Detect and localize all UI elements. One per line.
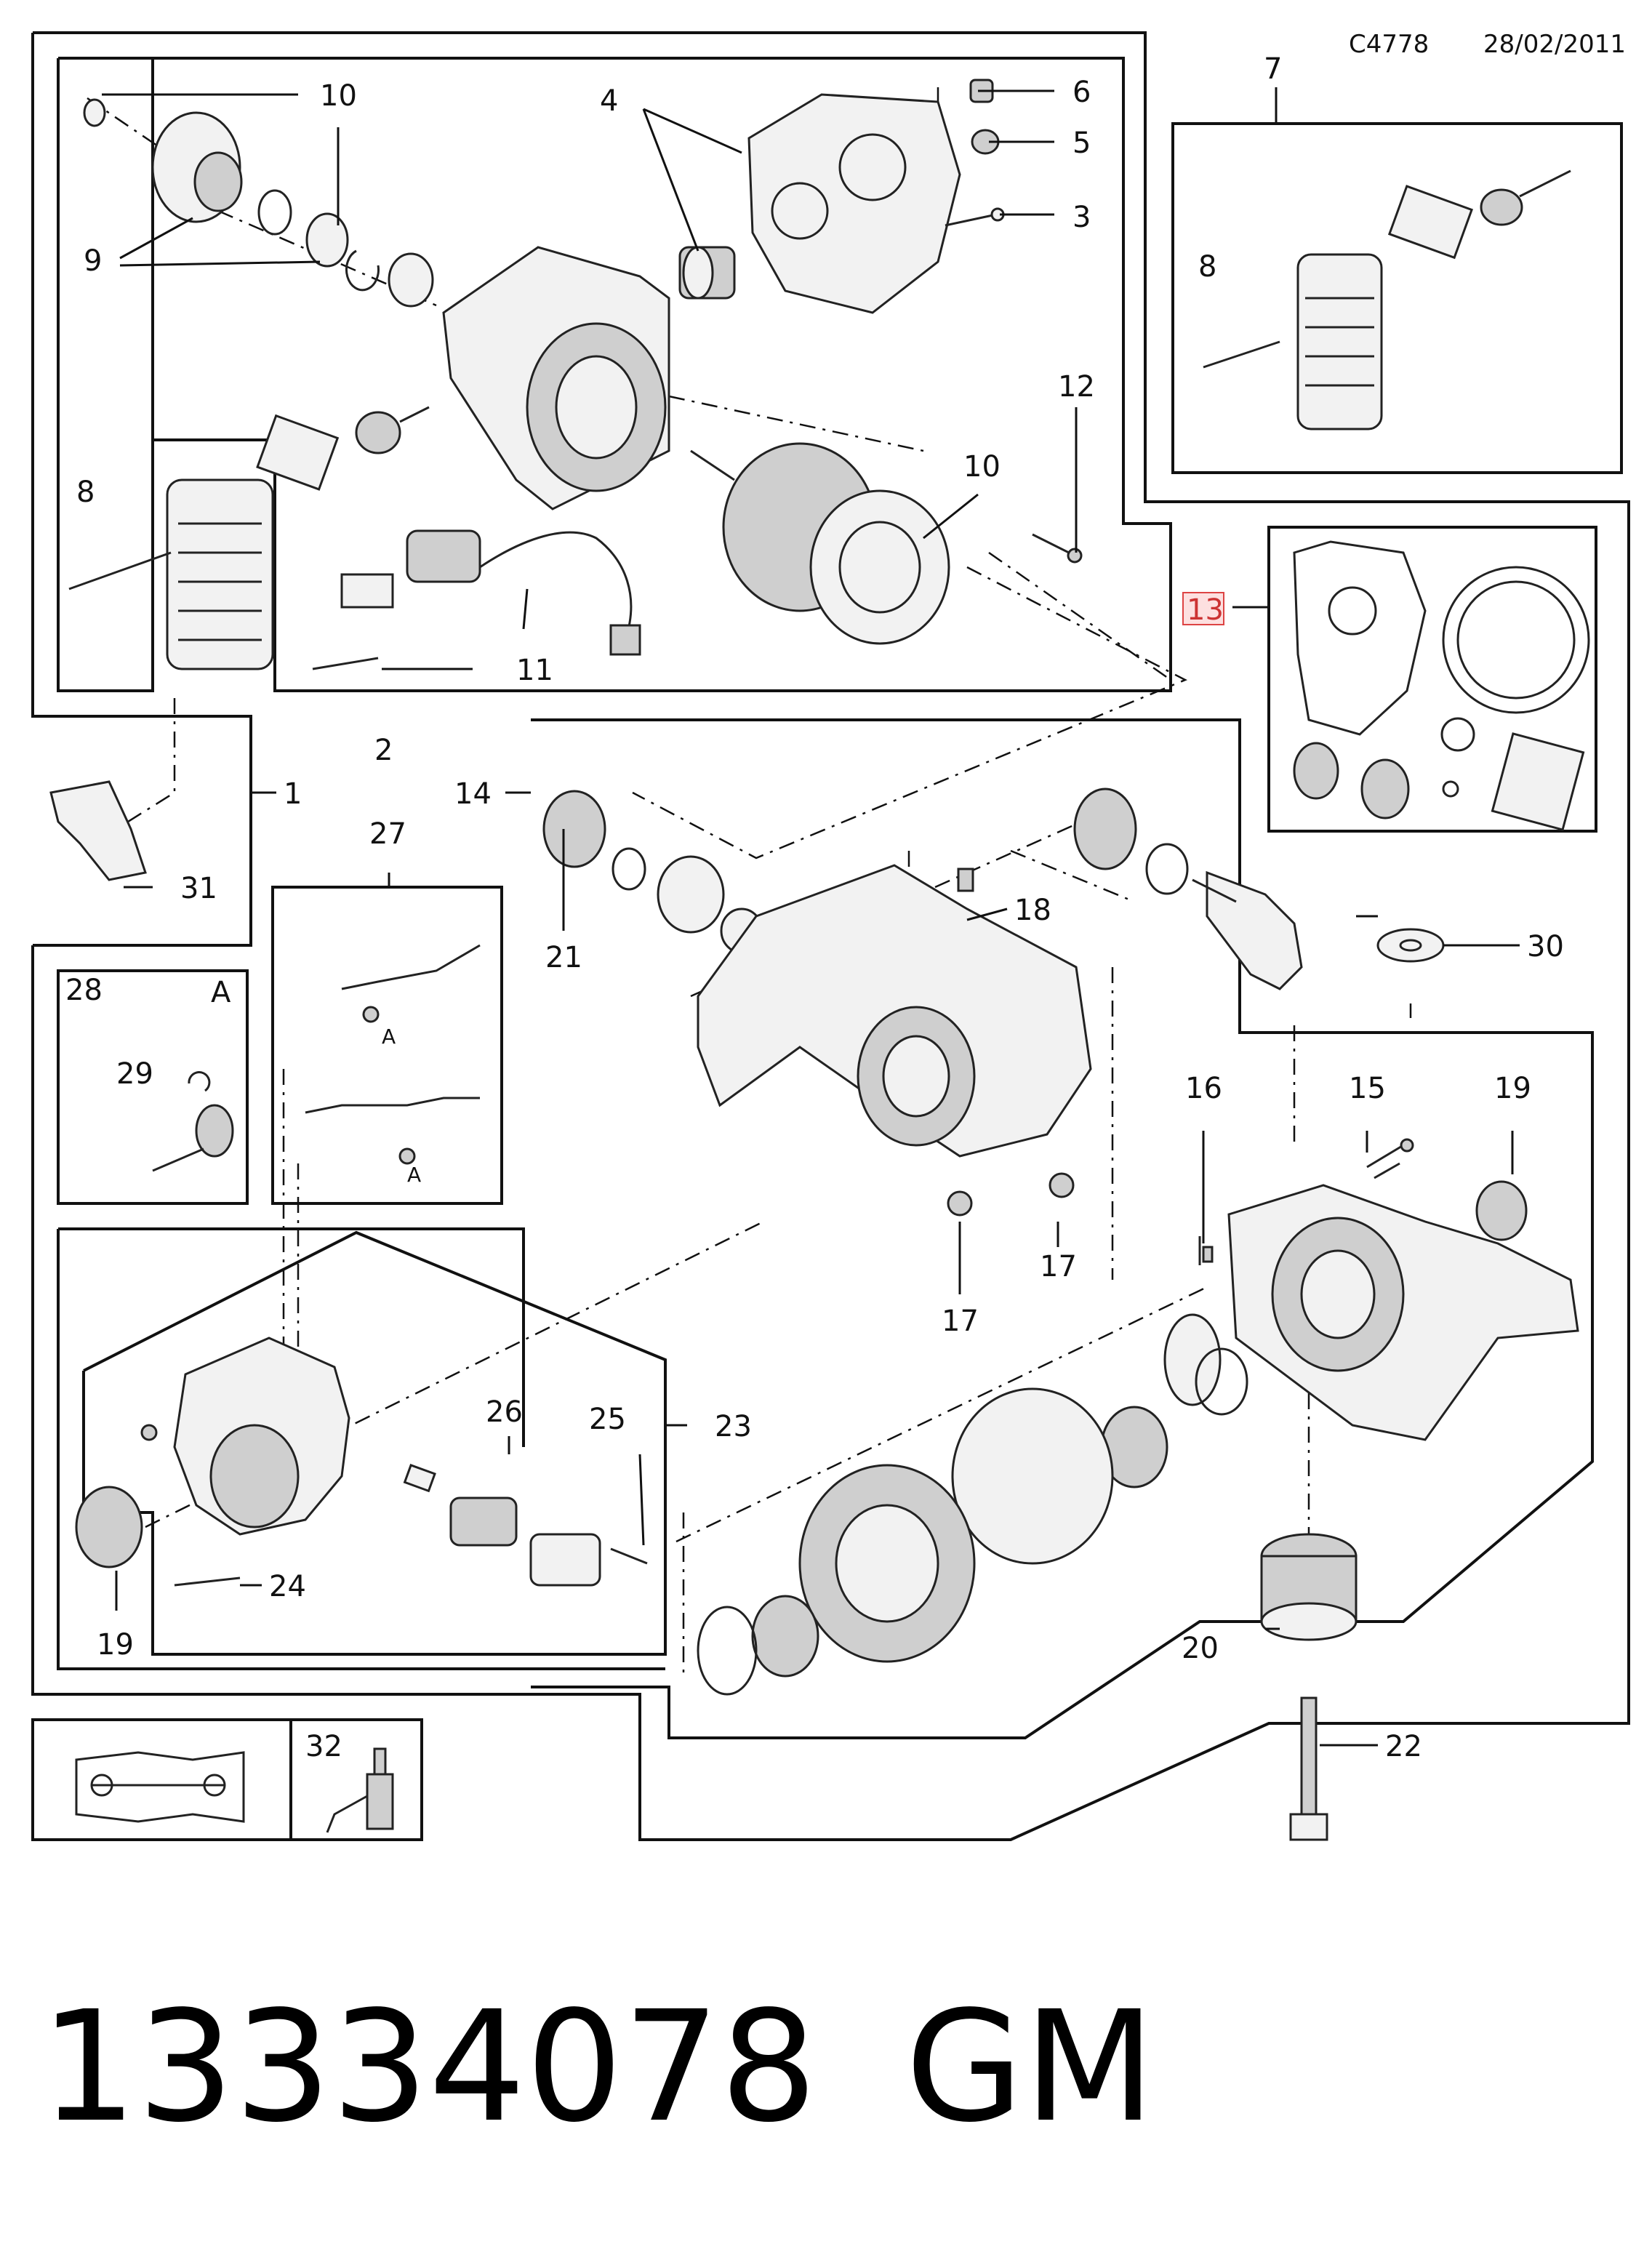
callout-30: 30 <box>1527 930 1564 963</box>
detail-a-box-label: A <box>211 976 231 1009</box>
callout-19: 19 <box>97 1628 134 1662</box>
callout-8-detail: 8 <box>1198 250 1216 284</box>
callout-13: 13 <box>1187 593 1224 627</box>
callout-17-right: 17 <box>1040 1250 1077 1283</box>
pipes-parts-27 <box>305 944 481 1165</box>
flange-part-9-10 <box>83 98 434 308</box>
bolt-part-15 <box>1366 1138 1414 1169</box>
callout-7: 7 <box>1264 52 1282 86</box>
detail-a-label-1: A <box>382 1025 396 1049</box>
ring-gear-differential-part <box>697 1313 1248 1696</box>
callout-19-right: 19 <box>1494 1072 1531 1105</box>
clutch-part-10 <box>690 442 950 645</box>
washer-part-30 <box>1376 928 1445 963</box>
callout-1: 1 <box>284 777 302 811</box>
detail-7-parts <box>1203 169 1571 430</box>
callout-25: 25 <box>589 1403 626 1436</box>
callout-21: 21 <box>545 941 582 974</box>
diagram-code: C4778 <box>1349 30 1429 59</box>
detail-box-7 <box>1171 122 1623 474</box>
bushing-part-20 <box>1260 1533 1358 1641</box>
sensor-part-11 <box>312 529 641 670</box>
callout-10: 10 <box>320 79 357 113</box>
callout-27: 27 <box>369 817 406 851</box>
filter-part-4 <box>678 246 736 300</box>
carrier-housing-part <box>697 864 1092 1217</box>
tools-box <box>31 1718 423 1841</box>
callout-28: 28 <box>65 974 103 1007</box>
rear-cover-part <box>1198 1162 1579 1441</box>
gasket-kit-parts-13 <box>1293 540 1590 831</box>
bolt-part-22 <box>1289 1696 1328 1841</box>
bearing-parts-14-21 <box>542 788 1189 954</box>
bracket-part-31 <box>49 780 147 881</box>
solenoid-parts-25-26 <box>403 1463 648 1587</box>
lubricant-tube-icon <box>326 1747 394 1833</box>
callout-6: 6 <box>1072 76 1091 109</box>
callout-29: 29 <box>116 1057 153 1091</box>
callout-32: 32 <box>305 1730 342 1763</box>
housing-part-2 <box>442 246 670 510</box>
pinion-gear-part <box>1192 870 1303 990</box>
callout-31: 31 <box>180 872 217 905</box>
leader-lines <box>102 87 1520 1747</box>
pipes-box-27 <box>271 886 503 1205</box>
callout-23: 23 <box>715 1410 752 1443</box>
cover-plate-part <box>747 93 961 314</box>
callout-12: 12 <box>1058 370 1095 404</box>
detail-a-label-2: A <box>407 1163 421 1187</box>
callout-22: 22 <box>1385 1730 1422 1763</box>
callout-5: 5 <box>1072 127 1091 160</box>
callout-14: 14 <box>454 777 492 811</box>
callout-24: 24 <box>269 1570 306 1603</box>
callout-labels: 10 9 4 6 5 3 7 8 12 10 8 11 2 13 1 14 31… <box>65 52 1564 1763</box>
callout-3: 3 <box>1072 201 1091 234</box>
detail-box-28 <box>57 969 249 1205</box>
highlight-13 <box>1182 592 1224 625</box>
pin-part-16 <box>1202 1246 1214 1263</box>
callout-4: 4 <box>600 84 618 118</box>
callout-11: 11 <box>516 654 553 687</box>
gasket-kit-box-13 <box>1267 526 1597 833</box>
callout-9: 9 <box>84 244 102 278</box>
callout-15: 15 <box>1349 1072 1386 1105</box>
callout-10-clutch: 10 <box>963 450 1001 484</box>
part-number: 13334078 <box>40 1978 817 2156</box>
manual-wrench-icon <box>75 1751 245 1823</box>
callout-2: 2 <box>374 734 393 767</box>
callout-8: 8 <box>76 476 95 509</box>
callout-20: 20 <box>1182 1632 1219 1665</box>
bolt-part-12 <box>1032 533 1083 564</box>
brand-name: GM <box>905 1978 1155 2156</box>
callout-18: 18 <box>1014 894 1051 927</box>
actuator-part <box>68 406 430 670</box>
callout-26: 26 <box>486 1395 523 1429</box>
callout-17: 17 <box>942 1305 979 1338</box>
diagram-date: 28/02/2011 <box>1483 30 1626 59</box>
plug-bolt-parts-3-5-6 <box>945 79 1005 227</box>
callout-16: 16 <box>1185 1072 1222 1105</box>
pump-housing-part-23 <box>75 1337 350 1587</box>
frame-lines <box>31 31 1630 1841</box>
detail-28-29-parts <box>152 1071 234 1172</box>
